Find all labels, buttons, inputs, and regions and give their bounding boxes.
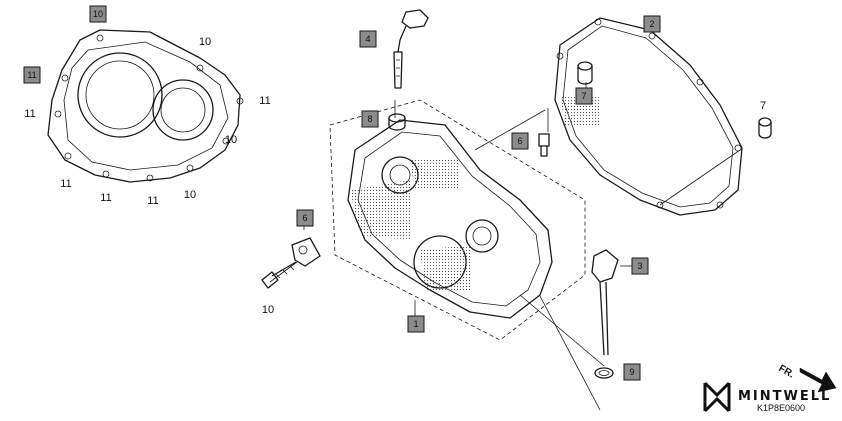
- callout-label-11-left: 11: [24, 108, 35, 120]
- callout-label-7-plain: 7: [760, 100, 766, 112]
- oil-pressure-switch: [538, 133, 550, 157]
- callout-label-9: 9: [623, 363, 641, 381]
- o-ring: [594, 367, 614, 379]
- brand-name: MINTWELL: [738, 389, 831, 404]
- outer-cover: [47, 29, 244, 183]
- sealing-washer: [388, 113, 406, 131]
- callout-label-1: 1: [407, 315, 425, 333]
- svg-text:7: 7: [581, 91, 586, 101]
- svg-text:6: 6: [517, 136, 522, 146]
- dowel-pin-upper: [577, 61, 593, 85]
- callout-label-7-boxed: 7: [575, 87, 593, 105]
- svg-text:4: 4: [365, 34, 370, 44]
- callout-label-4: 4: [359, 30, 377, 48]
- svg-text:FR.: FR.: [777, 363, 797, 381]
- callout-label-11-boxed: 11: [23, 66, 41, 84]
- callout-label-11-right: 11: [259, 95, 270, 107]
- callout-label-3: 3: [631, 257, 649, 275]
- brand-logo-icon: [703, 381, 731, 413]
- cover-gasket: [554, 17, 743, 216]
- callout-label-10-bolt: 10: [262, 304, 274, 316]
- callout-label-2: 2: [643, 15, 661, 33]
- svg-text:1: 1: [413, 319, 418, 329]
- callout-label-11-bottom: 11: [100, 192, 111, 204]
- svg-text:9: 9: [629, 367, 634, 377]
- callout-label-10-top: 10: [199, 36, 211, 48]
- svg-text:2: 2: [649, 19, 654, 29]
- callout-label-11-bottom-left: 11: [60, 178, 71, 190]
- leader-lines: [269, 82, 741, 411]
- callout-label-10-bottom: 10: [184, 189, 196, 201]
- callout-label-6-bracket: 6: [296, 209, 314, 227]
- oil-level-dipstick: [591, 249, 619, 356]
- callout-label-10-right: 10: [225, 134, 237, 146]
- svg-text:8: 8: [367, 114, 372, 124]
- oil-pipe-bolt: [393, 9, 429, 89]
- svg-text:10: 10: [93, 9, 103, 19]
- svg-text:11: 11: [27, 70, 36, 80]
- callout-label-11-bottom-mid: 11: [147, 195, 158, 207]
- right-crankcase-cover: [329, 99, 586, 341]
- callout-label-6-switch: 6: [511, 132, 529, 150]
- svg-text:6: 6: [302, 213, 307, 223]
- svg-text:3: 3: [637, 261, 642, 271]
- dowel-pin-right: [758, 117, 772, 139]
- callout-label-8: 8: [361, 110, 379, 128]
- bracket-assembly: [291, 237, 321, 267]
- diagram-code: K1P8E0600: [757, 403, 805, 413]
- front-direction-arrow: FR.: [777, 363, 837, 393]
- callout-label-10-boxed: 10: [89, 5, 107, 23]
